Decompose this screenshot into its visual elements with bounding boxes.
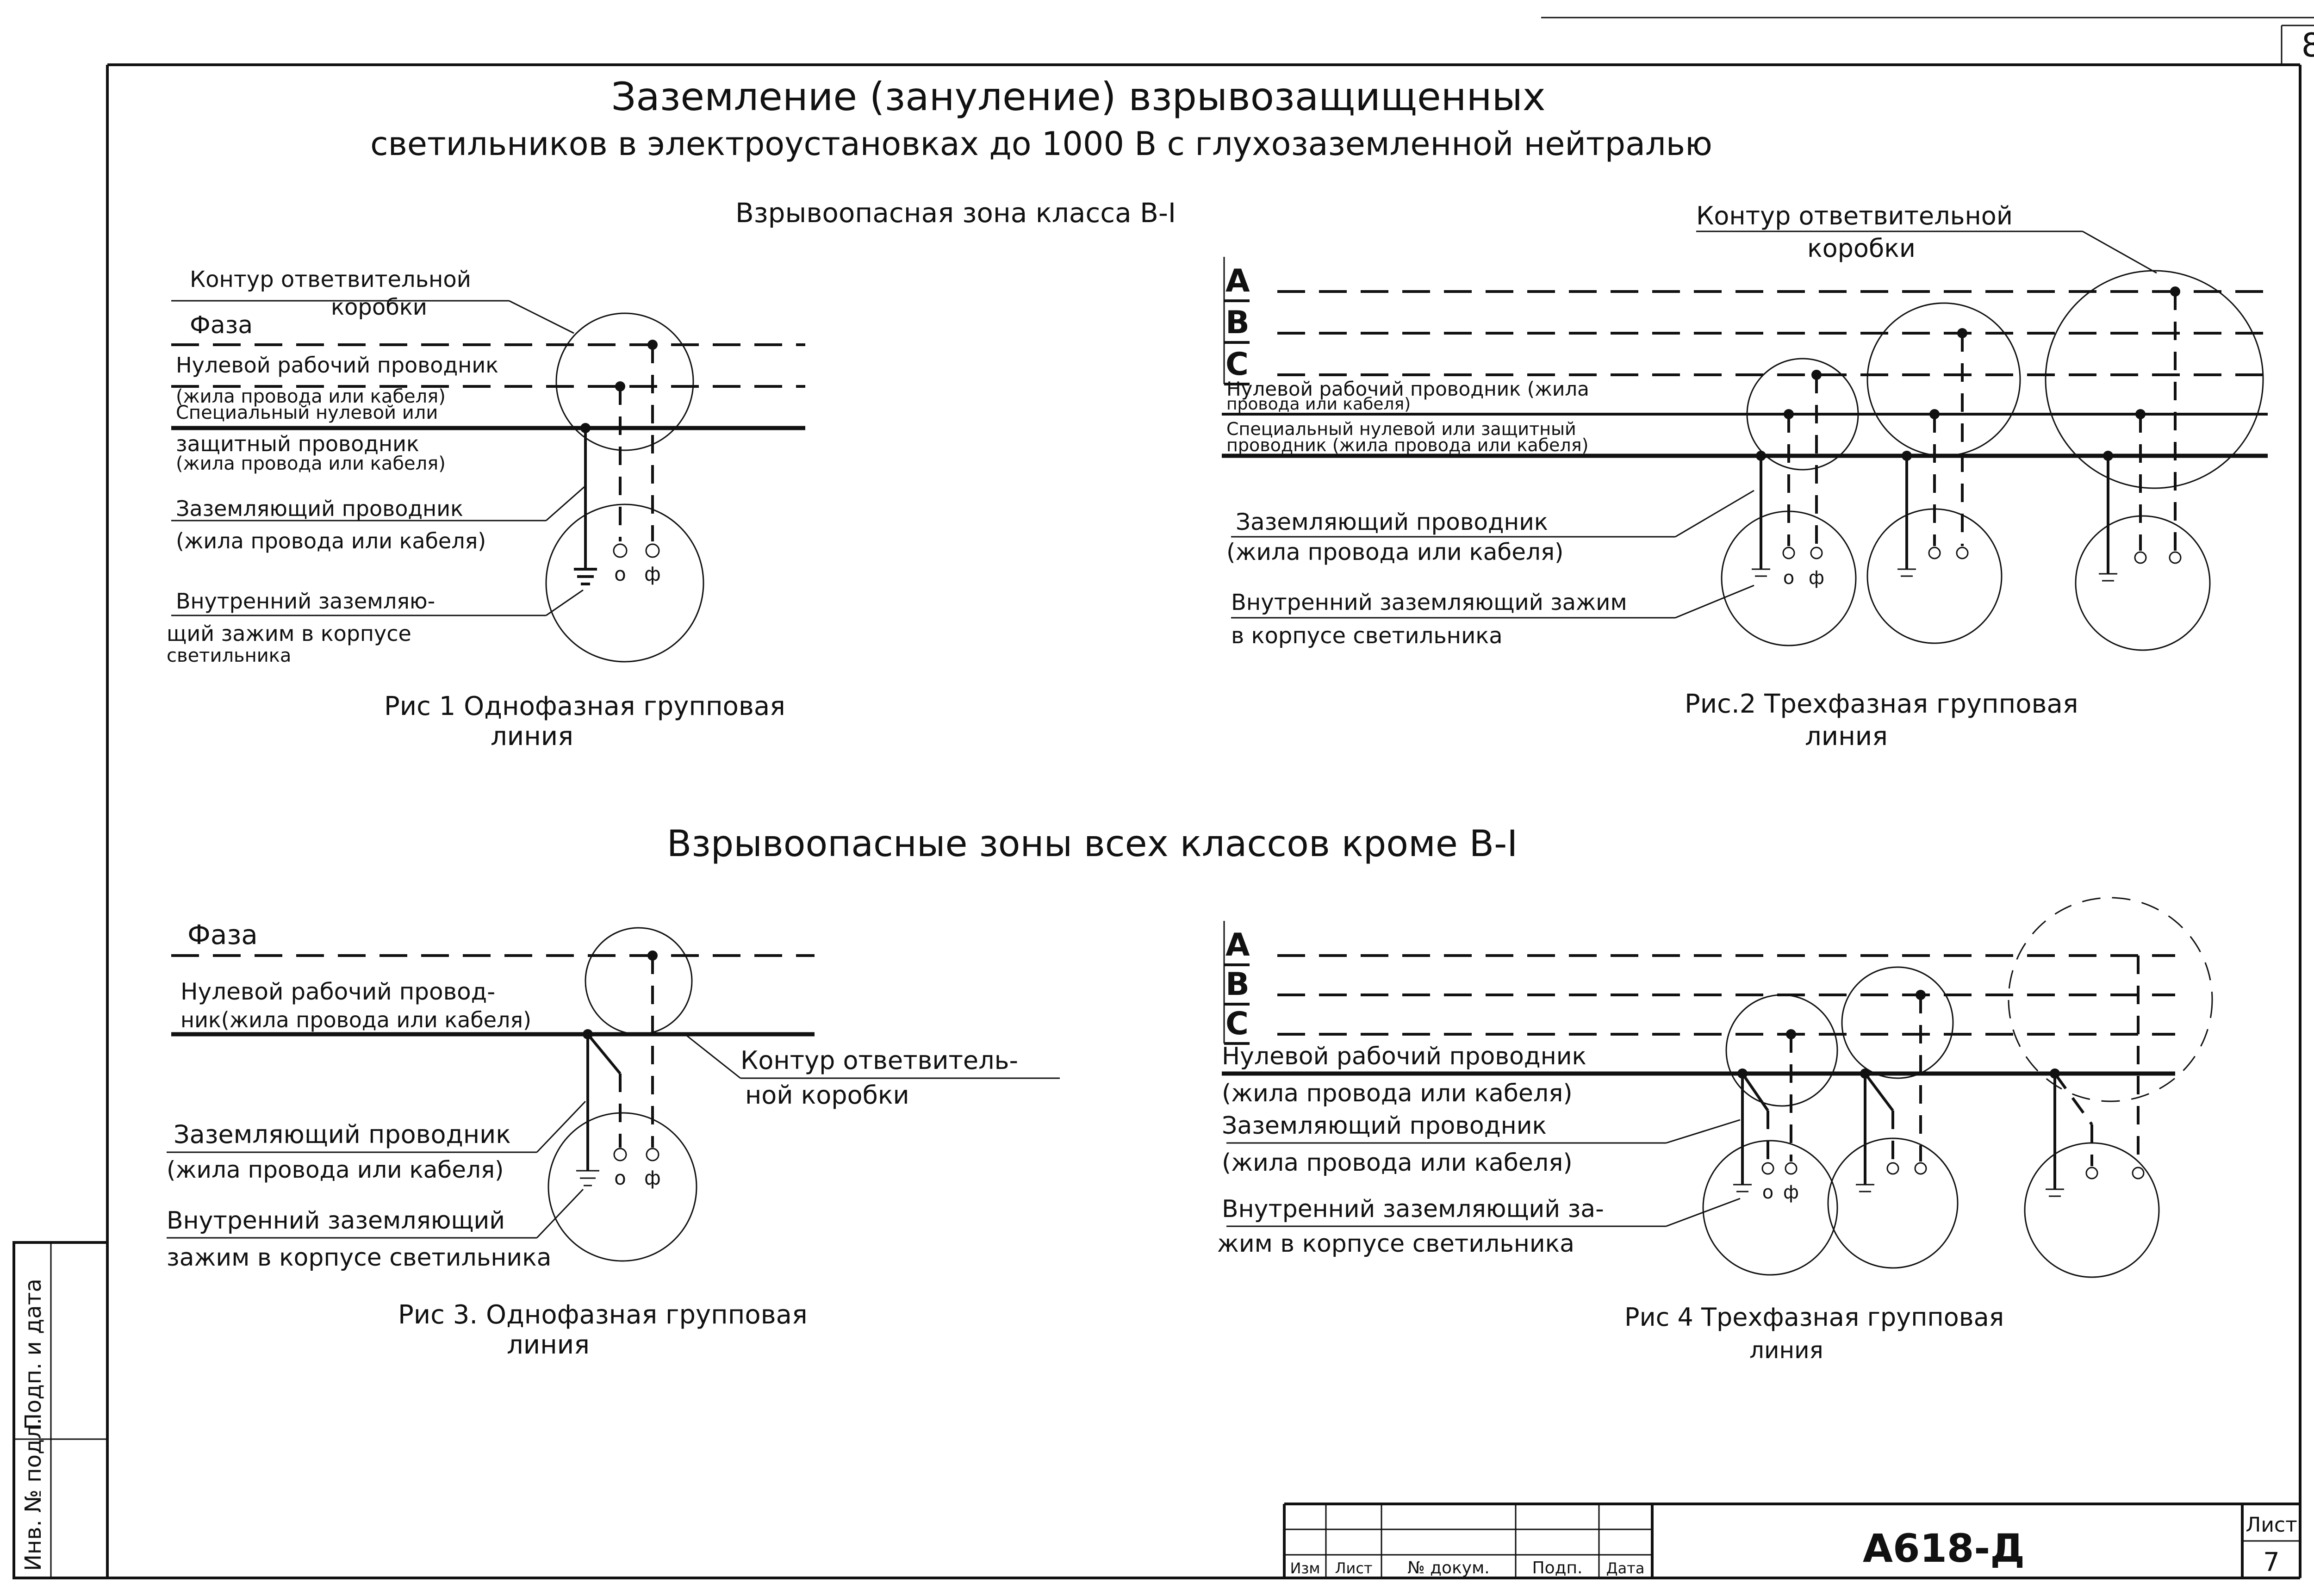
fig4-phase-a: А xyxy=(1225,927,1250,963)
fig3-label-box-1: Контур ответвитель- xyxy=(740,1046,1018,1075)
title-block xyxy=(1283,1503,2300,1578)
fig2-label-box-2: коробки xyxy=(1807,234,1916,263)
fig1-caption-1: Рис 1 Однофазная групповая xyxy=(384,691,785,721)
side-label-signature: Подп. и дата xyxy=(20,1279,46,1430)
main-title-line1: Заземление (зануление) взрывозащищенных xyxy=(611,74,1545,119)
fig3-term-phase: ф xyxy=(644,1167,661,1189)
fig1-luminaire xyxy=(545,503,704,663)
fig2-label-clamp-2: в корпусе светильника xyxy=(1231,623,1503,649)
fig3-label-clamp-1: Внутренний заземляющий xyxy=(167,1207,505,1235)
fig2-term-phase: ф xyxy=(1809,567,1824,589)
fig2-label-neutral-1: Нулевой рабочий проводник (жила xyxy=(1226,378,1589,400)
fig4-phase-c: С xyxy=(1225,1006,1249,1042)
fig3-caption-2: линия xyxy=(507,1330,590,1360)
fig2-label-ground-2: (жила провода или кабеля) xyxy=(1226,539,1564,565)
fig4-term-phase: ф xyxy=(1783,1182,1799,1203)
title-block-header-izm: Изм xyxy=(1290,1559,1320,1577)
fig3-luminaire xyxy=(547,1112,697,1262)
section1-heading: Взрывоопасная зона класса В-I xyxy=(735,197,1176,229)
fig1-label-clamp-2: щий зажим в корпусе xyxy=(167,621,411,646)
fig3-label-phase: Фаза xyxy=(187,919,258,950)
fig2-phase-c: С xyxy=(1225,346,1249,383)
side-stamp xyxy=(12,1241,109,1579)
fig2-term-zero: о xyxy=(1783,567,1794,589)
fig3-label-box-2: ной коробки xyxy=(745,1081,909,1110)
section2-heading: Взрывоопасные зоны всех классов кроме В-… xyxy=(667,823,1518,865)
fig1-label-special-2: защитный проводник xyxy=(176,431,419,456)
fig1-label-neutral-1: Нулевой рабочий проводник xyxy=(176,353,498,378)
fig1-label-neutral-2: (жила провода или кабеля) xyxy=(176,386,446,407)
fig4-caption-2: линия xyxy=(1749,1337,1823,1364)
main-title-line2: светильников в электроустановках до 1000… xyxy=(370,125,1712,163)
fig3-label-clamp-2: зажим в корпусе светильника xyxy=(167,1244,551,1272)
fig1-term-phase: ф xyxy=(644,563,661,585)
title-block-header-sign: Подп. xyxy=(1532,1559,1583,1577)
fig1-label-ground-2: (жила провода или кабеля) xyxy=(176,528,486,553)
fig2-label-box-1: Контур ответвительной xyxy=(1696,201,2013,230)
fig4-label-neutral-2: (жила провода или кабеля) xyxy=(1222,1080,1573,1107)
fig1-label-box-1: Контур ответвительной xyxy=(190,267,471,292)
fig1-label-clamp-3: светильника xyxy=(167,645,291,666)
fig2-label-special-2: проводник (жила провода или кабеля) xyxy=(1226,435,1588,455)
fig2-phase-a: А xyxy=(1225,263,1250,299)
fig4-label-clamp-1: Внутренний заземляющий за- xyxy=(1222,1195,1604,1223)
fig3-label-neutral-1: Нулевой рабочий провод- xyxy=(180,978,495,1005)
fig3-caption-1: Рис 3. Однофазная групповая xyxy=(398,1300,808,1330)
fig3-label-ground-1: Заземляющий проводник xyxy=(174,1120,511,1149)
fig1-term-zero: о xyxy=(614,563,626,585)
fig2-label-ground-1: Заземляющий проводник xyxy=(1236,509,1548,535)
fig4-label-clamp-2: жим в корпусе светильника xyxy=(1217,1230,1574,1258)
fig1-label-clamp-1: Внутренний заземляю- xyxy=(176,589,435,614)
fig2-diagram xyxy=(1222,230,2268,651)
fig3-label-neutral-2: ник(жила провода или кабеля) xyxy=(180,1007,531,1032)
fig2-label-neutral-2: провода или кабеля) xyxy=(1226,395,1411,414)
sheet-label: Лист xyxy=(2246,1513,2297,1537)
fig3-label-ground-2: (жила провода или кабеля) xyxy=(167,1156,504,1183)
fig2-caption-1: Рис.2 Трехфазная групповая xyxy=(1685,689,2078,719)
fig1-junction-box xyxy=(555,312,694,451)
fig4-label-ground-1: Заземляющий проводник xyxy=(1222,1112,1547,1140)
fig1-label-ground-1: Заземляющий проводник xyxy=(176,496,463,521)
fig4-term-zero: о xyxy=(1762,1182,1773,1203)
fig1-caption-2: линия xyxy=(491,721,573,751)
fig1-label-special-1: Специальный нулевой или xyxy=(176,402,438,423)
drawing-code: А618-Д xyxy=(1863,1526,2025,1571)
fig4-label-ground-2: (жила провода или кабеля) xyxy=(1222,1149,1573,1177)
sheet-number: 7 xyxy=(2263,1547,2280,1577)
fig3-junction-box xyxy=(585,927,693,1035)
fig3-diagram xyxy=(167,927,1060,1262)
fig3-term-zero: о xyxy=(614,1167,626,1189)
fig4-caption-1: Рис 4 Трехфазная групповая xyxy=(1624,1303,2004,1332)
fig1-label-special-3: (жила провода или кабеля) xyxy=(176,453,446,474)
fig1-diagram xyxy=(171,300,805,663)
fig2-label-special-1: Специальный нулевой или защитный xyxy=(1226,419,1576,439)
fig1-label-phase: Фаза xyxy=(190,311,253,339)
fig4-label-neutral-1: Нулевой рабочий проводник xyxy=(1222,1043,1586,1070)
page-number: 8 xyxy=(2302,26,2314,64)
title-block-header-date: Дата xyxy=(1606,1559,1645,1577)
fig4-diagram xyxy=(1222,897,2213,1278)
fig4-phase-b: В xyxy=(1225,966,1250,1003)
fig2-phase-b: В xyxy=(1225,304,1250,341)
side-label-inventory: Инв. № подл. xyxy=(20,1418,46,1571)
sheet-frame xyxy=(14,17,2314,1579)
fig2-caption-2: линия xyxy=(1805,721,1888,751)
fig2-label-clamp-1: Внутренний заземляющий зажим xyxy=(1231,590,1627,615)
title-block-header-list: Лист xyxy=(1335,1559,1372,1577)
fig1-label-box-2: коробки xyxy=(331,294,427,320)
title-block-header-doc: № докум. xyxy=(1407,1559,1489,1577)
